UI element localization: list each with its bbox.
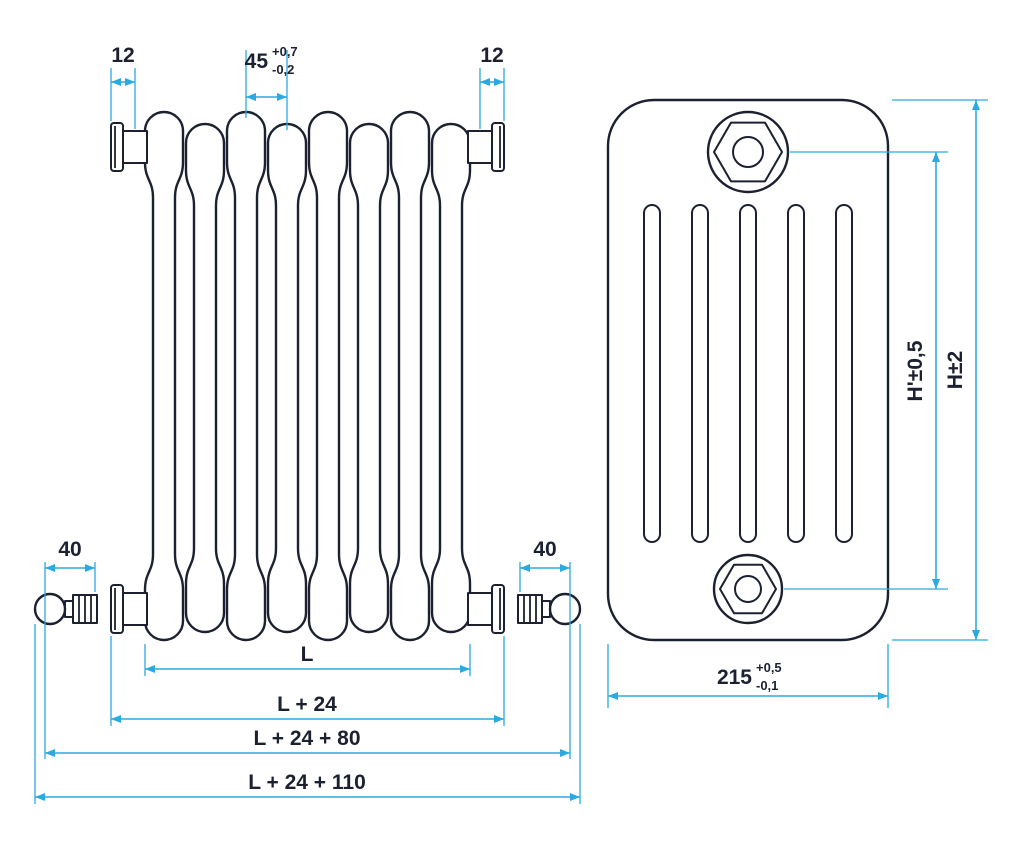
section-rear: [430, 122, 472, 634]
dim-plug-right: 12: [479, 44, 505, 129]
bottom-right-plug: [467, 584, 505, 634]
slot: [691, 204, 709, 543]
dim-length-l2480: L + 24 + 80: [45, 727, 570, 757]
slot: [739, 204, 757, 543]
dim-label: 45: [245, 50, 269, 73]
plug-neck: [120, 592, 148, 626]
plug-neck: [467, 130, 495, 164]
dim-depth: 215 +0,5 -0,1: [607, 644, 889, 708]
dim-length-l24110: L + 24 + 110: [34, 624, 581, 804]
valve-stem: [541, 600, 551, 618]
dim-label: L + 24 + 80: [253, 727, 360, 750]
dim-label: H±2: [944, 351, 967, 389]
section-front: [143, 110, 185, 642]
plug-flange: [491, 584, 505, 634]
section-front: [389, 110, 431, 642]
dim-section-pitch: 45 +0,7 -0,2: [245, 44, 298, 130]
dim-valve-right: 40: [519, 538, 571, 759]
plug-flange: [110, 584, 124, 634]
dim-length-l: L: [144, 643, 471, 676]
dim-tolerance-minus: -0,2: [272, 62, 294, 77]
dim-label: 40: [58, 538, 81, 561]
dim-length-l24: L + 24: [110, 636, 505, 726]
side-view: H'±0,5 H±2 215 +0,5 -0,1: [606, 98, 988, 708]
dim-plug-left: 12: [110, 44, 136, 129]
radiator-sections: [143, 110, 472, 642]
plug-neck: [467, 592, 495, 626]
dim-label: 40: [533, 538, 556, 561]
dim-label: L + 24: [277, 693, 337, 716]
dim-tolerance-plus: +0,5: [756, 660, 782, 675]
section-rear: [348, 122, 390, 634]
dim-label: H'±0,5: [904, 340, 927, 401]
top-bushing: [706, 110, 790, 194]
plug-flange: [110, 122, 124, 172]
valve-ball: [548, 592, 582, 626]
dim-overall-height: H±2: [892, 99, 988, 641]
section-rear: [184, 122, 226, 634]
plug-neck: [120, 130, 148, 164]
top-right-plug: [467, 122, 505, 172]
right-valve: [517, 592, 582, 626]
bushing-inner-circle: [734, 575, 762, 603]
slot: [787, 204, 805, 543]
dim-label: 12: [480, 44, 503, 67]
dim-label: L: [301, 643, 314, 666]
left-valve: [33, 592, 98, 626]
section-front: [307, 110, 349, 642]
plug-flange: [491, 122, 505, 172]
bottom-left-plug: [110, 584, 148, 634]
slot: [835, 204, 853, 543]
dim-valve-left: 40: [44, 538, 96, 759]
dim-label: 12: [111, 44, 134, 67]
front-view: 12 12 45 +0,7 -0,2 40: [33, 44, 582, 804]
dim-label: 215: [717, 666, 752, 689]
dim-tolerance-plus: +0,7: [272, 44, 298, 59]
dim-tolerance-minus: -0,1: [756, 678, 778, 693]
section-front: [225, 110, 267, 642]
bottom-bushing: [712, 553, 784, 625]
bushing-inner-circle: [732, 136, 764, 168]
section-rear: [266, 122, 308, 634]
dim-tapping-spacing: H'±0,5: [784, 151, 948, 590]
valve-ball: [33, 592, 67, 626]
dim-label: L + 24 + 110: [248, 771, 366, 794]
side-slots: [643, 204, 853, 543]
top-left-plug: [110, 122, 148, 172]
slot: [643, 204, 661, 543]
